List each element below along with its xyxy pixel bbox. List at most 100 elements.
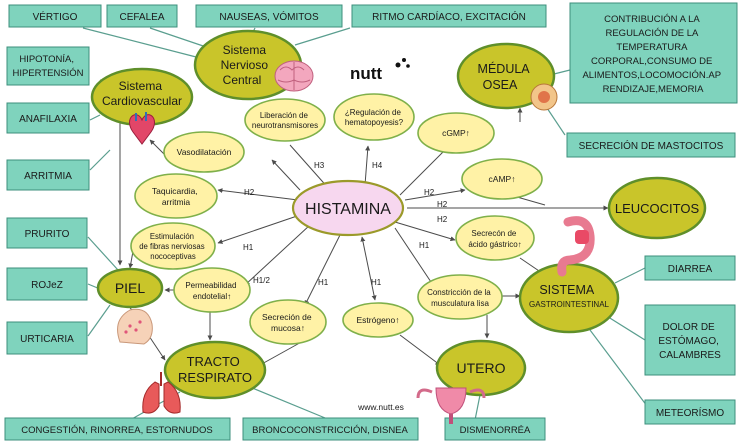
svg-text:CONGESTIÓN, RINORREA, ESTORNUD: CONGESTIÓN, RINORREA, ESTORNUDOS: [21, 425, 212, 436]
svg-text:DISMENORRÉA: DISMENORRÉA: [460, 425, 531, 436]
receptor-labels: H3 H4 H2 H2 H2 H2 H1 H1/2 H1 H1 H1: [243, 161, 448, 287]
svg-text:cAMP↑: cAMP↑: [489, 174, 516, 184]
svg-text:Vasodilatación: Vasodilatación: [177, 147, 232, 157]
receptor-h2-leuco: H2: [437, 200, 448, 209]
symptom-congestion: CONGESTIÓN, RINORREA, ESTORNUDOS: [4, 417, 231, 441]
svg-text:nutt: nutt: [350, 64, 382, 83]
uterus-icon: [416, 387, 486, 424]
brain-icon: [274, 60, 314, 92]
effect-camp: cAMP↑: [461, 158, 543, 200]
svg-text:TRACTO RESPIRATO: TRACTO RESPIRATO: [178, 354, 252, 385]
svg-text:Estimulación de fibras: Estimulación de fibras nerviosas nococep…: [139, 232, 207, 261]
svg-text:Sistema Cardiovascular: Sistema Cardiovascular: [102, 79, 182, 108]
system-snc: Sistema Nervioso Central: [193, 29, 303, 101]
footer-url: www.nutt.es: [357, 402, 404, 412]
effect-fibras-nerviosas: Estimulación de fibras nerviosas nococep…: [130, 222, 216, 270]
symptom-dismenorrea: DISMENORRÉA: [444, 417, 546, 441]
svg-text:MÉDULA OSEA: MÉDULA OSEA: [478, 61, 533, 92]
system-leucocitos: LEUCOCITOS: [607, 176, 707, 240]
effect-mucosa: Secreción de mucosa↑: [249, 299, 327, 345]
symptom-mastocitos: SECRECIÓN DE MASTOCITOS: [566, 132, 736, 158]
system-utero: UTERO: [435, 339, 527, 397]
svg-text:ARRITMIA: ARRITMIA: [24, 171, 72, 182]
receptor-h1-mucosa: H1: [318, 278, 329, 287]
symptom-bronco: BRONCOCONSTRICCIÓN, DISNEA: [242, 417, 419, 441]
svg-text:UTERO: UTERO: [457, 360, 506, 376]
svg-text:¿Regulación de hematop: ¿Regulación de hematopoyesis?: [345, 108, 404, 127]
receptor-h2-camp: H2: [424, 188, 435, 197]
effect-permeabilidad: Permeabilidad endotelial↑: [173, 267, 251, 313]
svg-text:RITMO CARDÍACO, EXCITACIÓN: RITMO CARDÍACO, EXCITACIÓN: [372, 10, 526, 23]
effect-taquicardia: Taquicardia, arritmia: [134, 173, 218, 219]
svg-text:Permeabilidad endoteli: Permeabilidad endotelial↑: [185, 281, 238, 301]
svg-text:URTICARIA: URTICARIA: [20, 334, 74, 345]
svg-text:VÉRTIGO: VÉRTIGO: [33, 10, 78, 23]
effect-estrogeno: Estrógeno↑: [342, 302, 414, 338]
effect-cgmp: cGMP↑: [417, 112, 495, 154]
effect-hematopoyesis: ¿Regulación de hematopoyesis?: [333, 93, 415, 141]
system-nodes: Sistema Nervioso Central Sistema Cardiov…: [90, 29, 707, 400]
svg-text:METEORÍSMO: METEORÍSMO: [656, 406, 725, 419]
svg-text:DOLOR DE ESTÓMAGO,: DOLOR DE ESTÓMAGO, CALAMBRES: [658, 322, 721, 361]
receptor-h2-taqui: H2: [244, 188, 255, 197]
symptom-diarrea: DIARREA: [644, 255, 736, 281]
symptom-boxes: VÉRTIGO CEFALEA NAUSEAS, VÓMITOS RITMO C…: [4, 2, 738, 441]
svg-text:Taquicardia, arritmia: Taquicardia, arritmia: [152, 186, 200, 207]
bone-icon: [530, 83, 558, 111]
arrow-connectors: [117, 107, 609, 366]
symptom-urticaria: URTICARIA: [6, 321, 88, 355]
svg-text:cGMP↑: cGMP↑: [442, 128, 470, 138]
svg-text:Estrógeno↑: Estrógeno↑: [357, 315, 400, 325]
symptom-hipotonia: HIPOTONÍA, HIPERTENSIÓN: [6, 46, 90, 86]
receptor-h1-2-perm: H1/2: [253, 276, 270, 285]
effect-neurotransmisores: Liberación de neurotransmisores: [244, 98, 326, 142]
lungs-icon: [142, 372, 181, 414]
heart-icon: [128, 112, 156, 145]
svg-text:SISTEMA GASTROINTESTIN: SISTEMA GASTROINTESTINAL: [529, 281, 610, 309]
system-gastrointestinal: SISTEMA GASTROINTESTINAL: [518, 262, 620, 334]
hub-histamina: HISTAMINA: [291, 179, 405, 237]
symptom-dolor: DOLOR DE ESTÓMAGO, CALAMBRES: [644, 304, 736, 376]
face-rash-icon: [117, 308, 153, 345]
symptom-arritmia: ARRITMIA: [6, 159, 90, 191]
svg-text:SECRECIÓN DE MASTOCITOS: SECRECIÓN DE MASTOCITOS: [579, 139, 724, 152]
symptom-rojez: ROJeZ: [6, 267, 88, 301]
effect-ovals: Liberación de neurotransmisores ¿Regulac…: [130, 93, 543, 345]
receptor-h1-fibras: H1: [243, 243, 254, 252]
receptor-h1-estrogeno: H1: [371, 278, 382, 287]
svg-text:Constricción de la mus: Constricción de la musculatura lisa: [427, 288, 493, 308]
effect-musculatura: Constricción de la musculatura lisa: [417, 274, 503, 320]
receptor-h1-musc: H1: [419, 241, 430, 250]
nutt-logo: nutt: [350, 58, 410, 83]
symptom-meteorismo: METEORÍSMO: [644, 399, 736, 425]
symptom-vertigo: VÉRTIGO: [8, 4, 102, 28]
svg-text:DIARREA: DIARREA: [668, 264, 713, 275]
svg-text:Secreción de mucosa↑: Secreción de mucosa↑: [262, 312, 314, 333]
receptor-h4: H4: [372, 161, 383, 170]
svg-text:CEFALEA: CEFALEA: [119, 12, 164, 23]
system-tracto-respiratorio: TRACTO RESPIRATO: [163, 340, 267, 400]
svg-text:HIPOTONÍA, HIPERTENSIÓ: HIPOTONÍA, HIPERTENSIÓN: [12, 54, 83, 79]
svg-text:CONTRIBUCIÓN A LA REGU: CONTRIBUCIÓN A LA REGULACIÓN DE LA TEMPE…: [582, 14, 723, 95]
stomach-icon: [557, 216, 595, 277]
system-piel: PIEL: [96, 267, 164, 309]
effect-vasodilatacion: Vasodilatación: [163, 131, 245, 173]
symptom-prurito: PRURITO: [6, 217, 88, 249]
symptom-nauseas: NAUSEAS, VÓMITOS: [195, 4, 343, 28]
svg-text:Liberación de neurotra: Liberación de neurotransmisores: [252, 111, 318, 130]
svg-text:PIEL: PIEL: [115, 280, 146, 296]
svg-text:ROJeZ: ROJeZ: [31, 280, 63, 291]
system-medula-osea: MÉDULA OSEA: [456, 42, 556, 110]
symptom-anafilaxia: ANAFILAXIA: [6, 102, 90, 134]
symptom-cefalea: CEFALEA: [106, 4, 178, 28]
receptor-h2-acid: H2: [437, 215, 448, 224]
svg-text:ANAFILAXIA: ANAFILAXIA: [19, 114, 77, 125]
svg-text:NAUSEAS, VÓMITOS: NAUSEAS, VÓMITOS: [219, 10, 319, 23]
symptom-ritmo: RITMO CARDÍACO, EXCITACIÓN: [351, 4, 547, 28]
svg-text:HISTAMINA: HISTAMINA: [305, 201, 391, 218]
receptor-h3: H3: [314, 161, 325, 170]
svg-text:PRURITO: PRURITO: [25, 229, 70, 240]
svg-text:Secrecón de ácido gást: Secrecón de ácido gástrico↑: [468, 229, 521, 249]
